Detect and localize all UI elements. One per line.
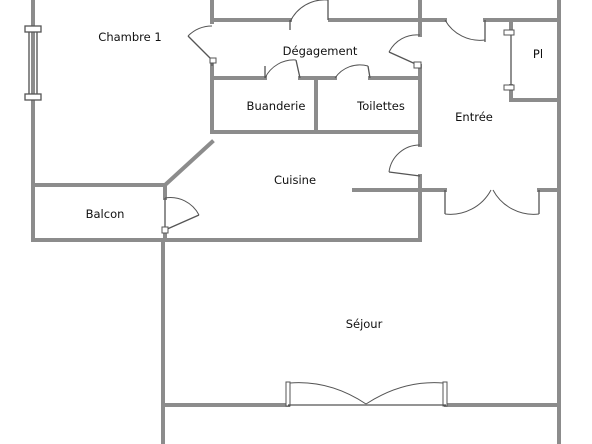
door-sejour-double [285,381,448,407]
door-entree-top [444,19,486,42]
door-chambre1 [187,25,217,66]
room-label-chambre1: Chambre 1 [98,30,162,44]
room-label-placard: Pl [532,47,544,61]
room-label-buanderie: Buanderie [246,99,306,113]
door-placard [503,29,515,91]
room-label-balcon: Balcon [85,207,125,221]
door-cuisine [388,144,421,177]
room-label-sejour: Séjour [345,317,383,331]
door-top-degagement [289,0,329,30]
walls [31,0,561,444]
room-label-entree: Entrée [455,110,493,124]
room-label-degagement: Dégagement [282,44,358,58]
door-entree-double [444,189,540,215]
door-degagement-east [388,34,422,69]
room-label-cuisine: Cuisine [273,173,317,187]
room-label-toilettes: Toilettes [357,99,405,113]
window-chambre1 [24,25,42,101]
door-balcon [161,197,200,234]
door-toilettes [334,64,371,79]
door-buanderie [264,59,301,79]
